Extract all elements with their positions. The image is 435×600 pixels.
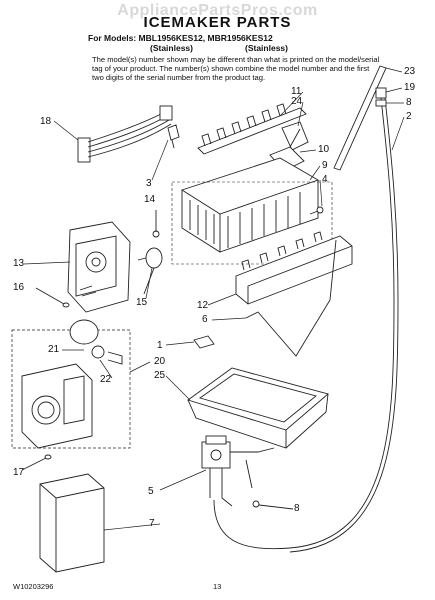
motor-part xyxy=(137,247,163,295)
callout-22: 22 xyxy=(100,374,112,385)
screw-part xyxy=(152,206,324,238)
model-note: The model(s) number shown may be differe… xyxy=(92,55,380,82)
models-line: For Models: MBL1956KES12, MBR1956KES12 xyxy=(88,33,273,43)
cover-part xyxy=(235,231,353,305)
water-valve-part xyxy=(201,435,294,510)
watermark: AppliancePartsPros.com xyxy=(117,2,318,19)
clip-part xyxy=(167,124,180,149)
screw-16-part xyxy=(35,287,70,308)
callout-18: 18 xyxy=(40,116,52,127)
callout-8-top: 8 xyxy=(406,97,412,108)
callout-15: 15 xyxy=(136,297,148,308)
callout-23: 23 xyxy=(404,66,416,77)
page-title: ICEMAKER PARTS xyxy=(143,14,292,31)
ejector-part xyxy=(197,103,307,155)
callout-5: 5 xyxy=(148,486,154,497)
control-housing-part xyxy=(67,221,131,313)
callout-1: 1 xyxy=(157,340,163,351)
callout-14: 14 xyxy=(144,194,156,205)
callout-7: 7 xyxy=(149,518,155,529)
ice-mold-part xyxy=(171,157,333,265)
callout-17: 17 xyxy=(13,467,25,478)
callout-13: 13 xyxy=(13,258,25,269)
callout-11: 11 xyxy=(291,86,302,97)
module-group xyxy=(11,319,131,449)
callout-21: 21 xyxy=(48,344,60,355)
callout-16: 16 xyxy=(13,282,25,293)
callout-10: 10 xyxy=(318,144,330,155)
stainless-label-left: (Stainless) xyxy=(150,43,193,53)
callout-2: 2 xyxy=(406,111,412,122)
callout-25: 25 xyxy=(154,370,166,381)
callout-8-bottom: 8 xyxy=(294,503,300,514)
housing-cover-part xyxy=(39,473,105,573)
footer-part-number: W10203296 xyxy=(13,582,54,591)
callout-4: 4 xyxy=(322,174,328,185)
callout-3: 3 xyxy=(146,178,152,189)
callout-6: 6 xyxy=(202,314,208,325)
ice-bin-part xyxy=(187,367,329,449)
screw-17-part xyxy=(21,454,52,471)
wire-harness-part xyxy=(77,105,173,163)
callout-19: 19 xyxy=(404,82,416,93)
stainless-label-right: (Stainless) xyxy=(245,43,288,53)
footer-page-number: 13 xyxy=(213,582,222,591)
insulator-part xyxy=(193,335,215,349)
shutoff-arm-part xyxy=(245,239,337,357)
callout-24: 24 xyxy=(291,96,303,107)
callout-9: 9 xyxy=(322,160,328,171)
callout-12: 12 xyxy=(197,300,209,311)
leader-lines xyxy=(23,67,405,531)
callout-20: 20 xyxy=(154,356,166,367)
